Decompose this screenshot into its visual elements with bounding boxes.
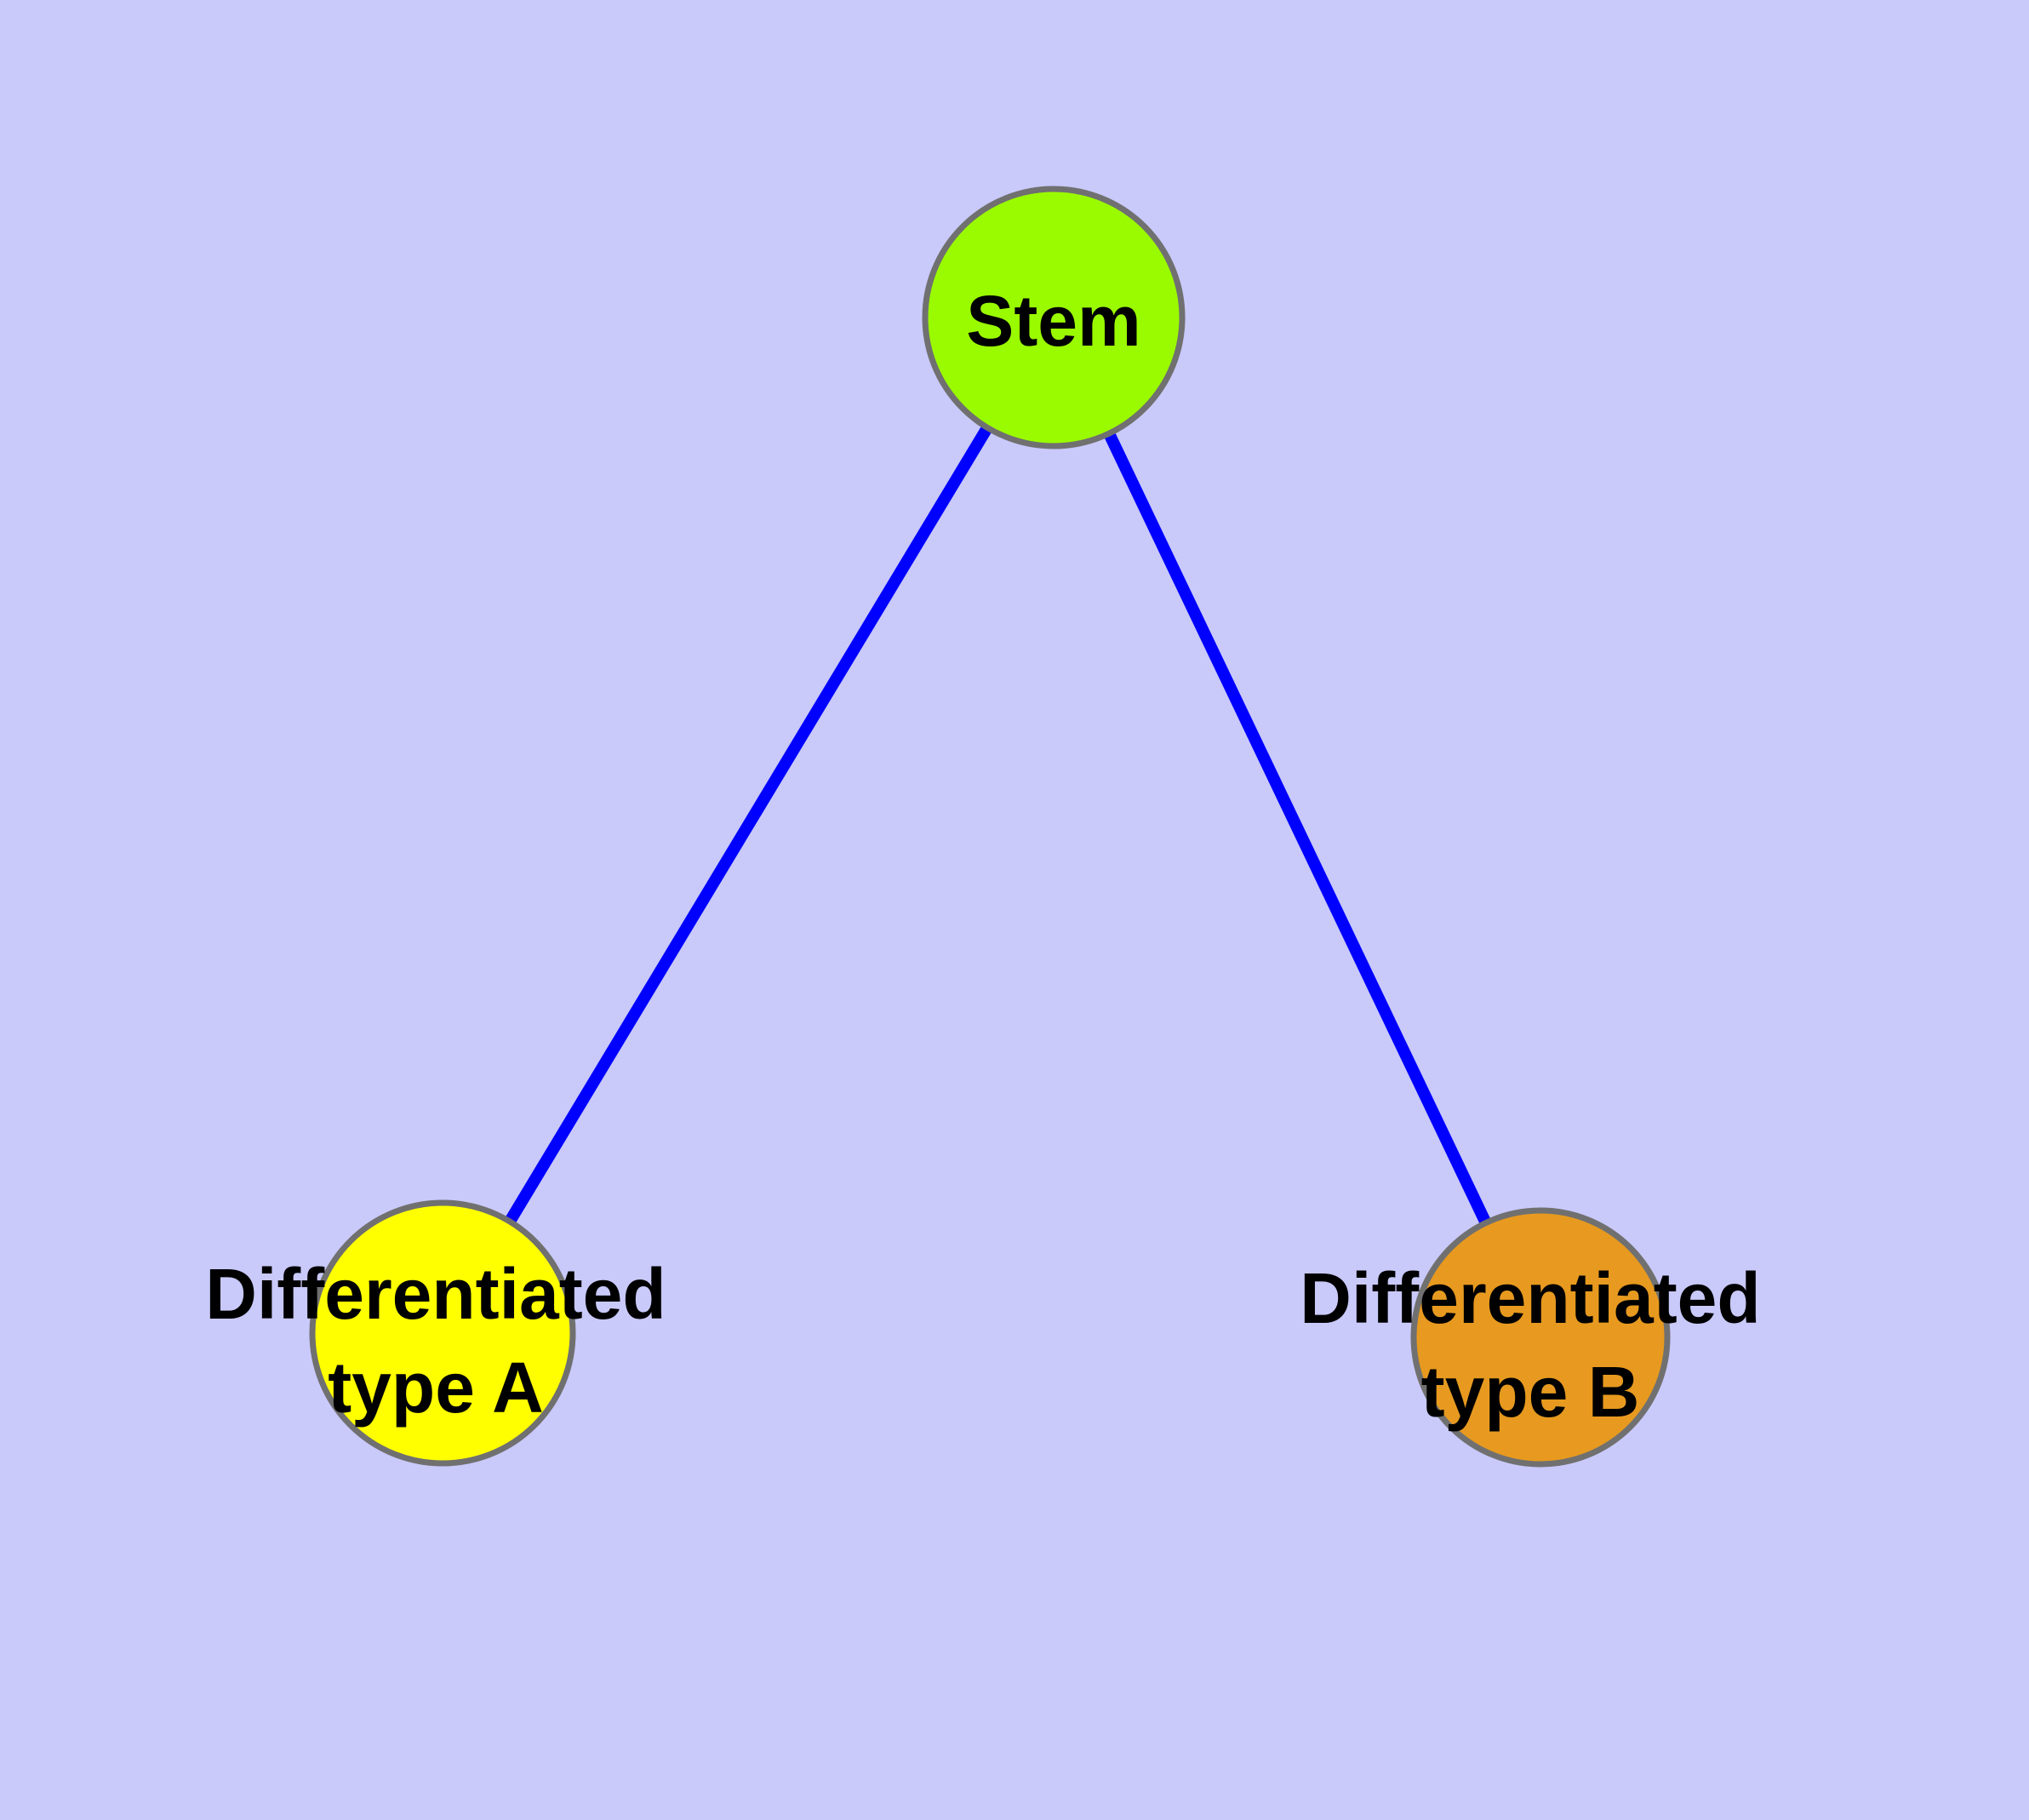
node-stem	[922, 186, 1186, 449]
node-label-type-b-line1: Differentiated	[1300, 1258, 1760, 1338]
edge-stem-to-type-a	[437, 314, 1059, 1336]
edge-stem-to-type-b	[1048, 314, 1546, 1341]
node-label-stem: Stem	[966, 281, 1140, 361]
node-label-type-a-line1: Differentiated	[205, 1254, 666, 1334]
node-differentiated-type-a	[309, 1199, 576, 1467]
node-differentiated-type-b	[1410, 1207, 1671, 1468]
node-label-type-a-line2: type A	[328, 1348, 544, 1428]
node-label-type-b-line2: type B	[1421, 1352, 1640, 1432]
